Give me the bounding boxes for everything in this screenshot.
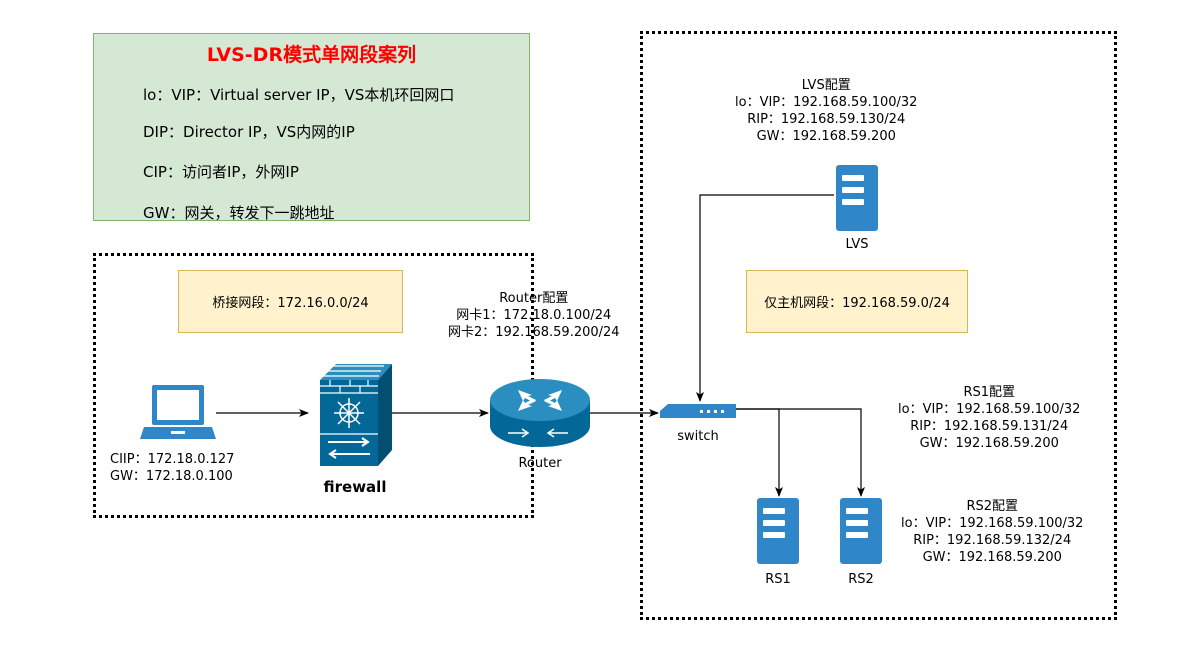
lvs-server <box>836 165 878 231</box>
client-gw: GW：172.18.0.100 <box>110 469 233 484</box>
hostonly-network-note: 仅主机网段：192.168.59.0/24 <box>746 270 968 333</box>
lvs-config: LVS配置 lo：VIP：192.168.59.100/32 RIP：192.1… <box>735 77 917 145</box>
rs2-label: RS2 <box>848 572 874 587</box>
laptop-icon <box>140 385 216 439</box>
router-device <box>488 378 592 450</box>
link-switch-rs1 <box>736 408 783 497</box>
lvs-config-title: LVS配置 <box>801 78 851 93</box>
lvs-config-vip: lo：VIP：192.168.59.100/32 <box>735 95 918 110</box>
rs1-server <box>757 498 799 564</box>
rs2-config-gw: GW：192.168.59.200 <box>922 550 1062 565</box>
switch-device <box>660 403 736 419</box>
server-icon <box>757 498 799 564</box>
legend-line-cip: CIP：访问者IP，外网IP <box>143 163 299 181</box>
legend-line-gw: GW：网关，转发下一跳地址 <box>143 204 335 222</box>
client-laptop <box>140 383 218 443</box>
firewall-label: firewall <box>323 478 387 496</box>
link-lvs-switch <box>696 194 834 402</box>
router-config-title: Router配置 <box>499 291 569 306</box>
client-config: CIIP：172.18.0.127 GW：172.18.0.100 <box>110 451 234 485</box>
bridge-network-note: 桥接网段：172.16.0.0/24 <box>178 270 403 333</box>
client-cip: CIIP：172.18.0.127 <box>110 452 235 467</box>
rs1-config: RS1配置 lo：VIP：192.168.59.100/32 RIP：192.1… <box>898 384 1080 452</box>
firewall-icon <box>320 364 392 466</box>
server-icon <box>836 165 878 231</box>
rs2-config-title: RS2配置 <box>966 499 1018 514</box>
lvs-config-rip: RIP：192.168.59.130/24 <box>747 112 906 127</box>
rs1-label: RS1 <box>765 572 791 587</box>
hostonly-network-note-text: 仅主机网段：192.168.59.0/24 <box>764 296 950 311</box>
legend-line-lo: lo：VIP：Virtual server IP，VS本机环回网口 <box>143 86 455 104</box>
rs1-config-vip: lo：VIP：192.168.59.100/32 <box>898 402 1081 417</box>
legend-box: LVS-DR模式单网段案列 lo：VIP：Virtual server IP，V… <box>93 33 530 222</box>
rs2-config-vip: lo：VIP：192.168.59.100/32 <box>901 516 1084 531</box>
rs1-config-rip: RIP：192.168.59.131/24 <box>910 419 1069 434</box>
router-nic1: 网卡1：172.18.0.100/24 <box>456 308 612 323</box>
rs2-config-rip: RIP：192.168.59.132/24 <box>913 533 1072 548</box>
firewall-device <box>318 362 393 468</box>
router-icon <box>490 379 590 447</box>
legend-title: LVS-DR模式单网段案列 <box>206 44 417 66</box>
server-icon <box>840 498 882 564</box>
lvs-label: LVS <box>845 237 869 252</box>
switch-label: switch <box>677 429 719 444</box>
switch-icon <box>660 404 736 418</box>
link-switch-rs2 <box>736 408 865 497</box>
legend-line-dip: DIP：Director IP，VS内网的IP <box>143 123 355 141</box>
rs1-config-gw: GW：192.168.59.200 <box>919 436 1059 451</box>
rs2-config: RS2配置 lo：VIP：192.168.59.100/32 RIP：192.1… <box>901 498 1083 566</box>
router-label: Router <box>518 456 562 471</box>
lvs-config-gw: GW：192.168.59.200 <box>756 129 896 144</box>
router-nic2: 网卡2：192.168.59.200/24 <box>448 325 620 340</box>
router-config: Router配置 网卡1：172.18.0.100/24 网卡2：192.168… <box>448 290 620 341</box>
bridge-network-note-text: 桥接网段：172.16.0.0/24 <box>212 296 369 311</box>
rs2-server <box>840 498 882 564</box>
hostonly-network-zone <box>640 31 1117 620</box>
rs1-config-title: RS1配置 <box>963 385 1015 400</box>
